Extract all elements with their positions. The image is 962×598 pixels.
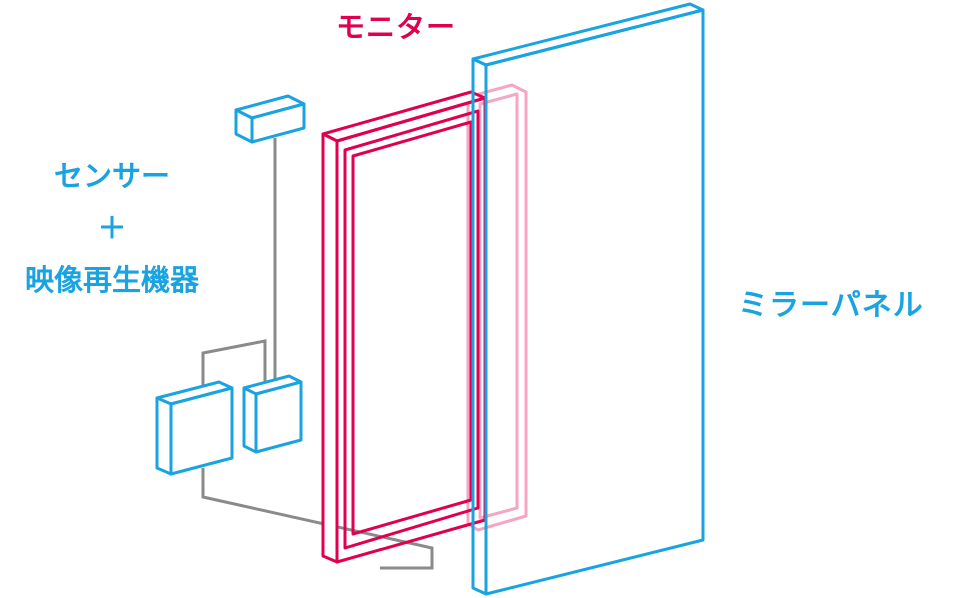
mirror-panel-face [484, 8, 705, 596]
monitor-back-inner [478, 92, 519, 520]
mirror-panel-label: ミラーパネル [738, 288, 924, 323]
player-box-right-front [242, 386, 258, 454]
monitor-side-edge [321, 132, 339, 564]
player-label: 映像再生機器 [24, 263, 199, 297]
sensor-box-side [250, 102, 306, 144]
player-box-left [155, 380, 234, 476]
mirror-panel-top-edge [471, 2, 705, 67]
monitor-face-inner [343, 109, 480, 550]
player-box-left-side [169, 386, 234, 476]
sensor-box [234, 94, 306, 144]
monitor-front-frame [321, 90, 487, 564]
cables [201, 138, 434, 570]
mirror-panel [471, 2, 705, 596]
sensor-label: センサー [53, 159, 170, 193]
monitor-label: モニター [336, 10, 457, 44]
monitor-screen [351, 120, 473, 536]
sensor-player-label: センサー ＋ 映像再生機器 [0, 150, 224, 306]
player-box-right-side [254, 380, 303, 454]
plus-label: ＋ [97, 211, 127, 245]
monitor-face-outer [335, 96, 487, 564]
cable-player-to-monitor [201, 468, 434, 570]
cable-player-loop [201, 339, 267, 385]
player-box-left-front [155, 396, 173, 476]
player-box-right [242, 374, 303, 454]
